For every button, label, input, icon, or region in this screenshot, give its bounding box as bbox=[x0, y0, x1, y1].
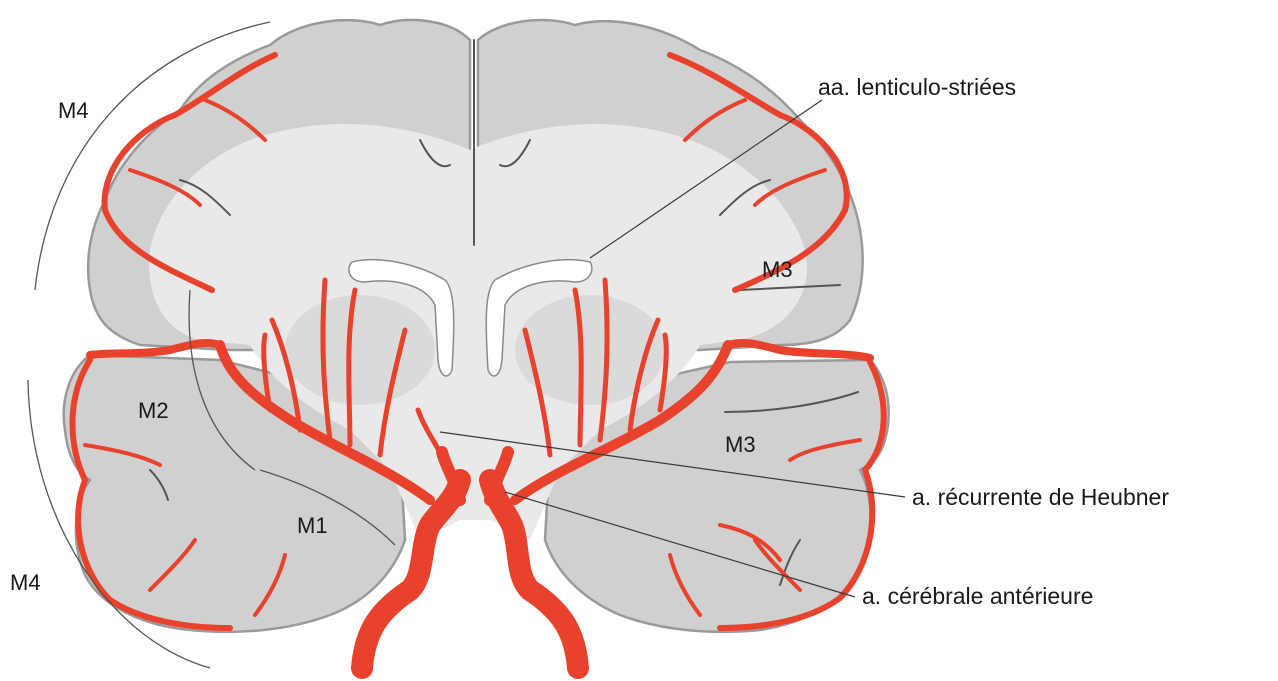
m3-lower-label: M3 bbox=[725, 432, 756, 457]
brain-tissue bbox=[64, 20, 889, 632]
m1-label: M1 bbox=[297, 513, 328, 538]
lenticulostriate-label: aa. lenticulo-striées bbox=[818, 74, 1016, 100]
anterior-cerebral-label: a. cérébrale antérieure bbox=[862, 583, 1093, 609]
m3-upper-label: M3 bbox=[762, 257, 793, 282]
m2-label: M2 bbox=[138, 398, 169, 423]
m4-upper-label: M4 bbox=[58, 98, 89, 123]
basal-ganglia bbox=[285, 295, 435, 405]
heubner-label: a. récurrente de Heubner bbox=[912, 484, 1169, 510]
m4-lower-label: M4 bbox=[10, 570, 41, 595]
